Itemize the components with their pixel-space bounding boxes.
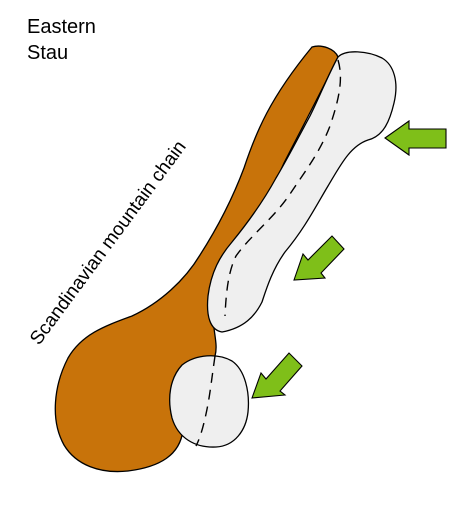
arrow-down-left-icon: [251, 352, 303, 399]
upper-ice-sheet-shape: [206, 51, 397, 333]
arrow-left-icon: [384, 119, 447, 157]
title-line-eastern: Eastern: [27, 16, 96, 38]
title-line-stau: Stau: [27, 42, 69, 64]
diagram-title: Eastern Stau: [27, 14, 96, 66]
upper-ice-divide-dashed-line: [224, 59, 342, 317]
arrow-down-left-icon: [293, 235, 345, 281]
lower-ice-divide-dashed-line: [195, 355, 216, 447]
lower-ice-lobe-shape: [169, 355, 250, 448]
